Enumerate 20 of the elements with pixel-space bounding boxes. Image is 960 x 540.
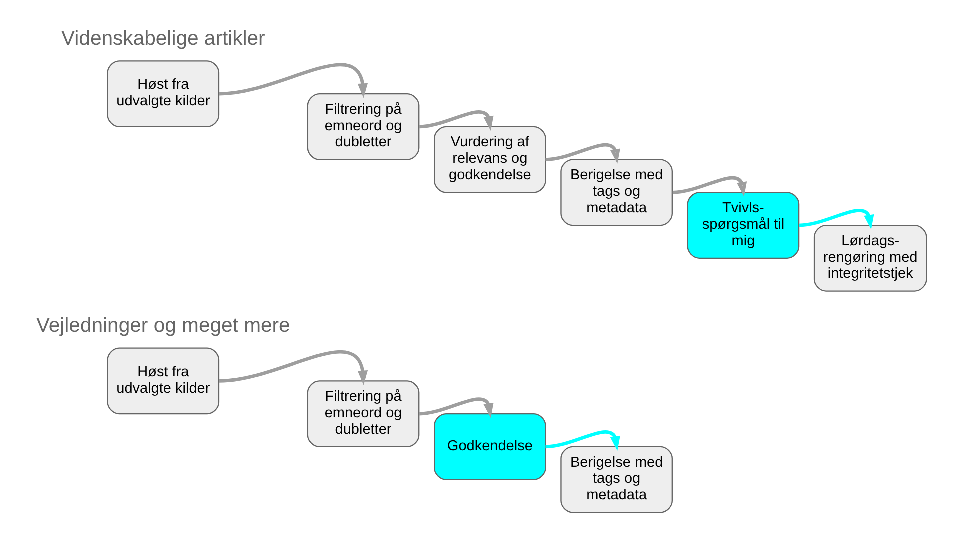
arrow (672, 176, 747, 197)
arrow (418, 110, 494, 132)
label: Videnskabelige artikler (60, 28, 265, 50)
node-box: Godkendelse (434, 413, 546, 480)
node-box: Berigelse med tags og metadata (560, 446, 672, 514)
arrow (545, 143, 620, 164)
arrow (798, 209, 874, 230)
label: Vejledninger og meget mere (36, 315, 290, 338)
node-box: Høst fra udvalgte kilder (106, 348, 220, 415)
node-box: Vurdering af relevans og godkendelse (434, 126, 546, 194)
arrow (218, 63, 368, 98)
node-box: Tvivls-spørgsmål til mig (686, 192, 800, 259)
node-box: Berigelse med tags og metadata (560, 159, 672, 226)
arrow (418, 398, 494, 418)
node-box: Høst fra udvalgte kilder (106, 60, 220, 128)
node-box: Filtrering på emneord og dubletter (306, 93, 420, 160)
arrow (545, 430, 620, 452)
node-box: Lørdags-rengøring med integritetstjek (813, 224, 927, 292)
arrow (218, 350, 368, 386)
node-box: Filtrering på emneord og dubletter (306, 380, 420, 448)
